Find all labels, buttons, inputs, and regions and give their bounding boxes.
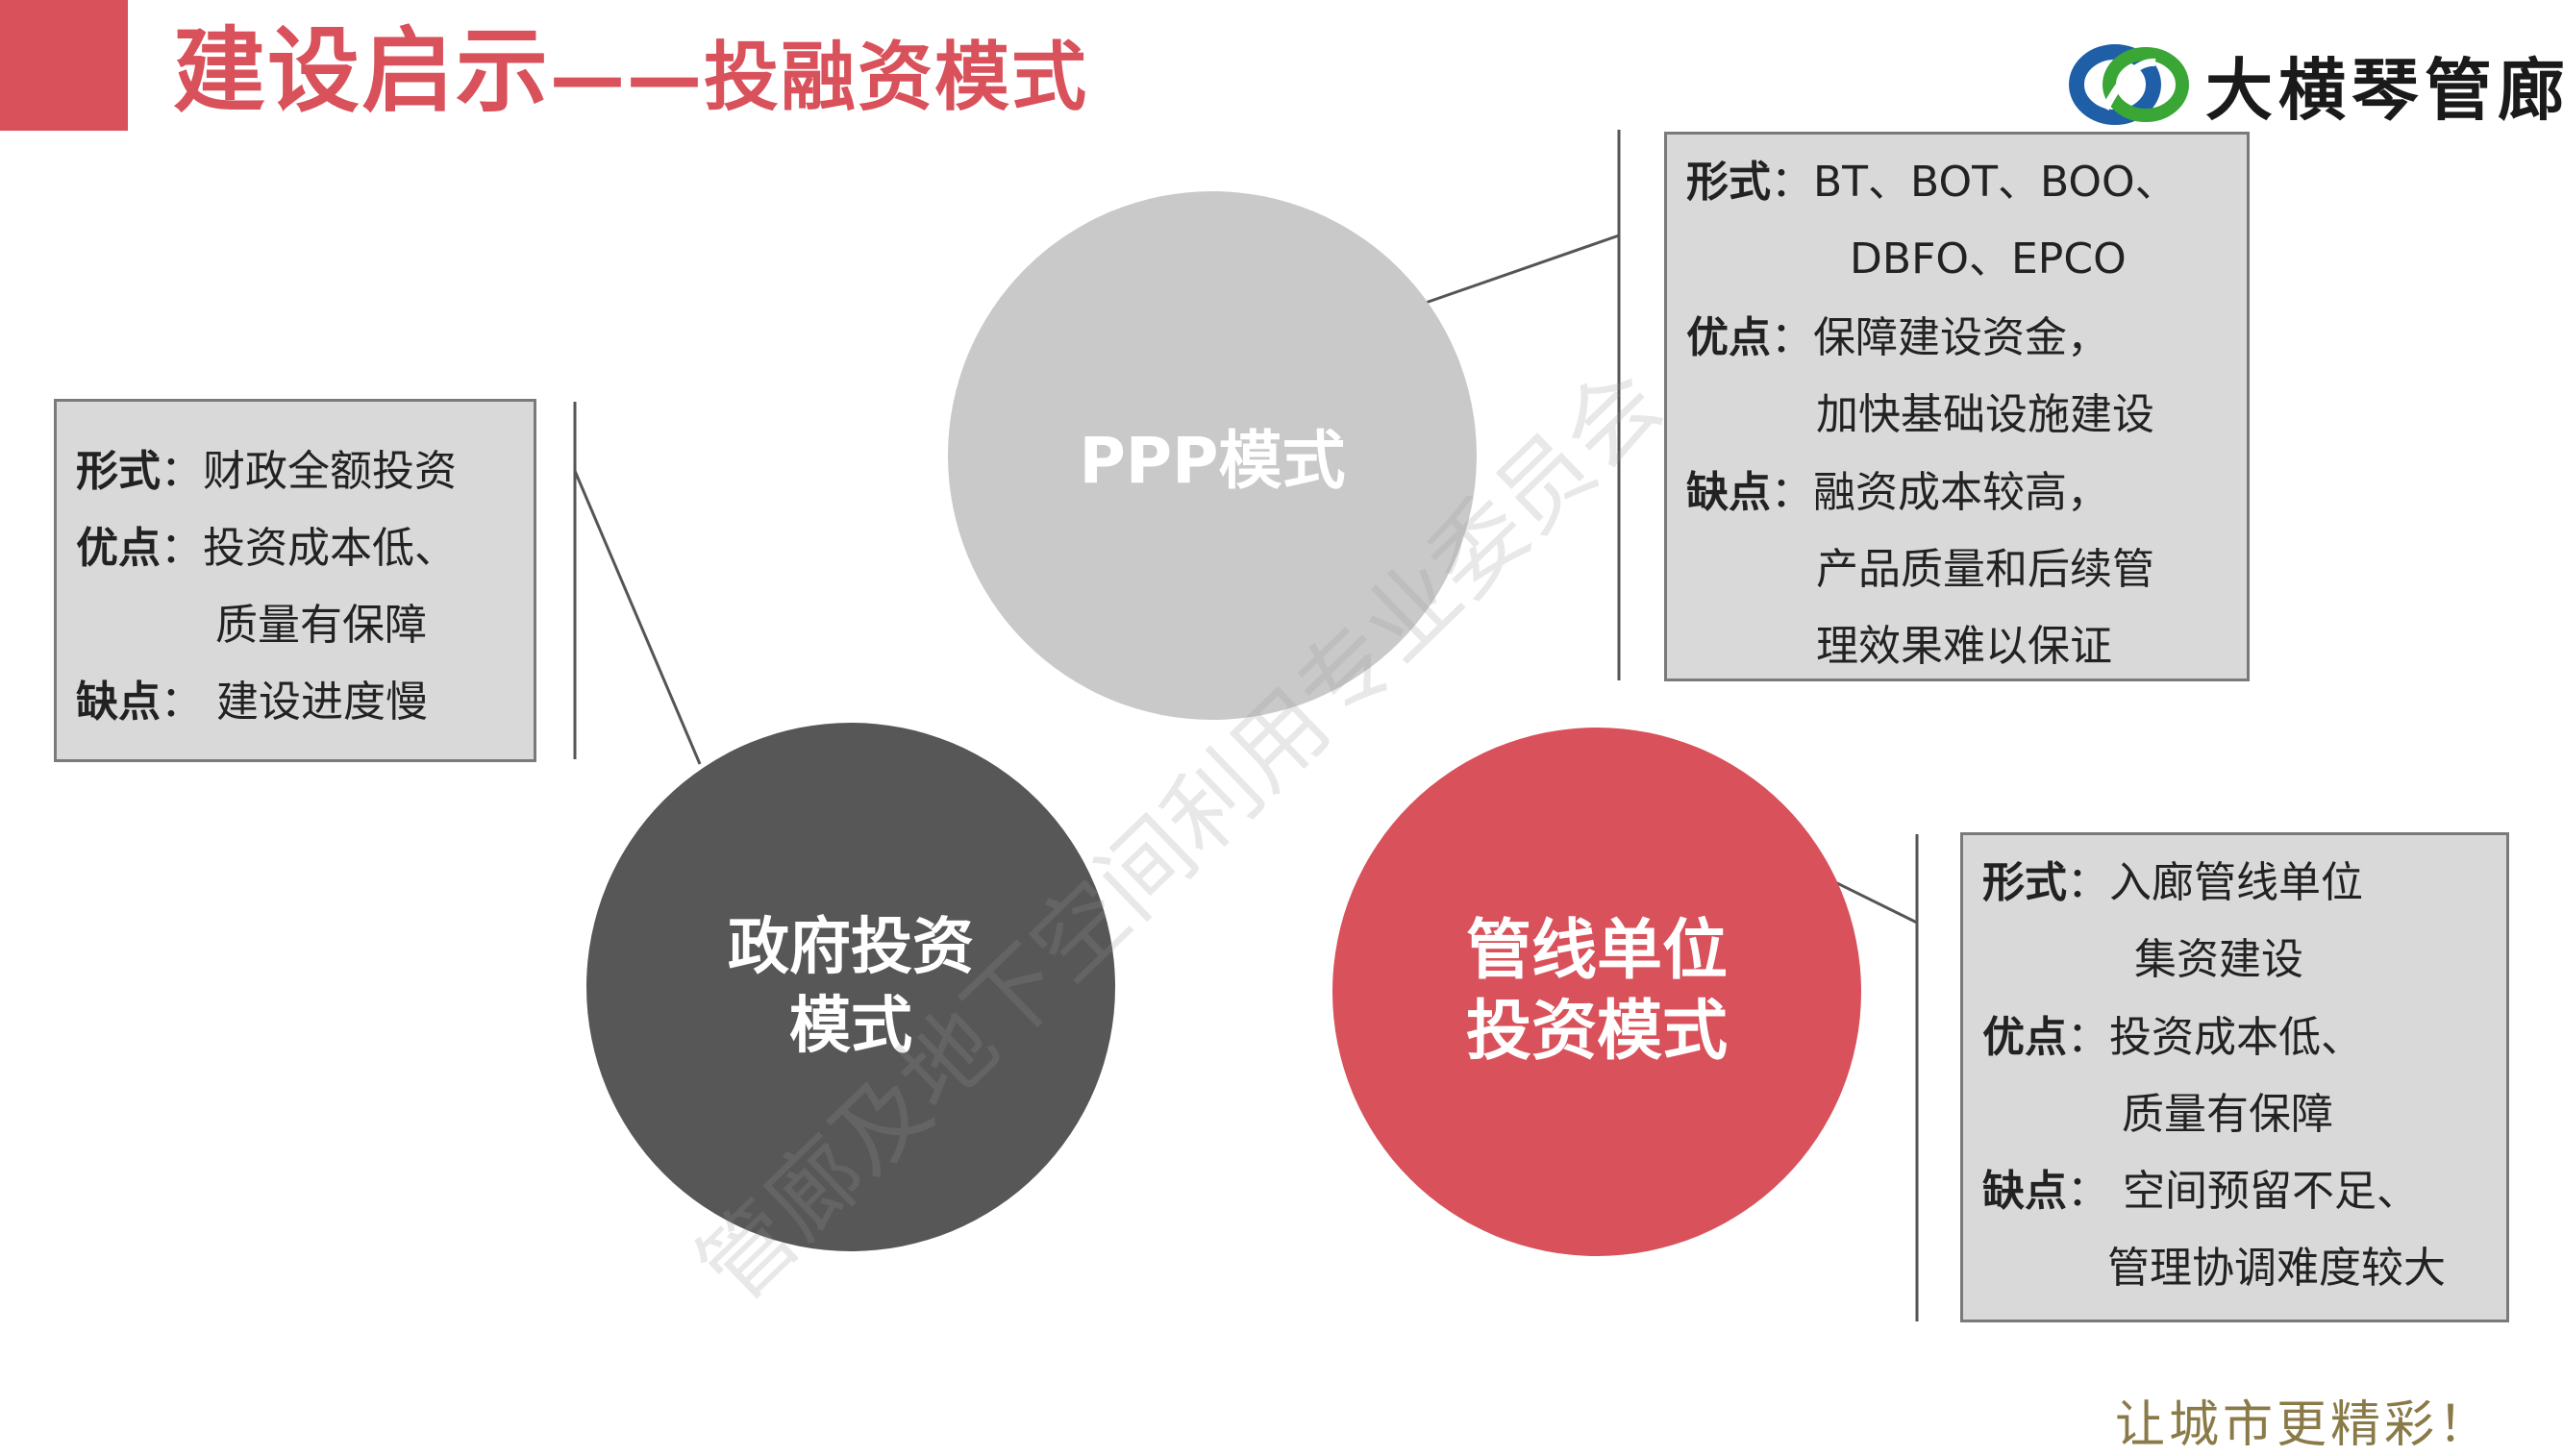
gov-form-line: 形式：财政全额投资 — [76, 443, 457, 501]
ppp-cons-line-3: 理效果难以保证 — [1816, 618, 2112, 676]
gov-form-label: 形式 — [76, 447, 161, 496]
pipe-cons-line: 缺点： 空间预留不足、 — [1982, 1163, 2419, 1221]
gov-pros-line: 优点：投资成本低、 — [76, 520, 457, 578]
slogan: 让城市更精彩！ — [2115, 1396, 2493, 1454]
ppp-pros-line: 优点：保障建设资金， — [1686, 309, 2109, 367]
pipe-info-box: 形式：入廊管线单位 集资建设 优点：投资成本低、 质量有保障 缺点： 空间预留不… — [1960, 832, 2509, 1322]
ppp-cons-value-3: 理效果难以保证 — [1816, 622, 2112, 671]
pipe-pros-label: 优点 — [1982, 1013, 2067, 1062]
ppp-connector-line — [1422, 234, 1620, 306]
ppp-form-line-2: DBFO、EPCO — [1850, 231, 2127, 288]
ppp-cons-value-1: ：融资成本较高， — [1771, 468, 2109, 517]
pipeline-unit-label: 管线单位 投资模式 — [1465, 913, 1728, 1070]
pipe-cons-value-2: 管理协调难度较大 — [2107, 1244, 2446, 1293]
ppp-cons-value-2: 产品质量和后续管 — [1816, 545, 2154, 594]
gov-pros-value-1: ：投资成本低、 — [161, 524, 457, 573]
ppp-info-box: 形式：BT、BOT、BOO、 DBFO、EPCO 优点：保障建设资金， 加快基础… — [1664, 132, 2250, 681]
pipe-form-label: 形式 — [1982, 858, 2067, 907]
gov-form-value: ：财政全额投资 — [161, 447, 457, 496]
page-title: 建设启示——投融资模式 — [173, 13, 1088, 129]
ppp-form-value-1: ：BT、BOT、BOO、 — [1771, 158, 2177, 207]
pipeline-unit-circle: 管线单位 投资模式 — [1332, 728, 1861, 1256]
ppp-cons-label: 缺点 — [1686, 468, 1771, 517]
ppp-form-value-2: DBFO、EPCO — [1850, 234, 2127, 284]
ppp-mode-circle: PPP模式 — [948, 191, 1477, 720]
brand-swirl-icon — [2069, 44, 2189, 125]
gov-cons-label: 缺点 — [76, 678, 161, 727]
gov-pros-label: 优点 — [76, 524, 161, 573]
gov-pros-value-2: 质量有保障 — [215, 601, 427, 650]
brand-logo: 大横琴管廊 — [2067, 37, 2563, 133]
gov-cons-line: 缺点： 建设进度慢 — [76, 674, 428, 731]
title-main: 建设启示 — [173, 17, 550, 125]
pipe-pros-line-2: 质量有保障 — [2122, 1086, 2333, 1144]
ppp-form-line: 形式：BT、BOT、BOO、 — [1686, 154, 2177, 211]
ppp-mode-label: PPP模式 — [1079, 424, 1346, 498]
header-accent-bar — [0, 0, 128, 131]
ppp-cons-line-2: 产品质量和后续管 — [1816, 541, 2154, 599]
gov-info-box: 形式：财政全额投资 优点：投资成本低、 质量有保障 缺点： 建设进度慢 — [54, 399, 536, 762]
pipe-form-line-2: 集资建设 — [2134, 931, 2303, 989]
gov-connector-line — [573, 470, 702, 765]
ppp-pros-value-2: 加快基础设施建设 — [1816, 390, 2154, 439]
pipe-connector-line — [1829, 877, 1918, 925]
pipe-cons-line-2: 管理协调难度较大 — [2107, 1240, 2446, 1297]
title-sub: ——投融资模式 — [550, 35, 1089, 121]
gov-cons-value: ： 建设进度慢 — [161, 678, 428, 727]
brand-name: 大横琴管廊 — [2205, 50, 2563, 130]
pipe-form-value-2: 集资建设 — [2134, 935, 2303, 984]
ppp-form-label: 形式 — [1686, 158, 1771, 207]
pipe-cons-value-1: ： 空间预留不足、 — [2067, 1167, 2419, 1216]
ppp-pros-line-2: 加快基础设施建设 — [1816, 386, 2154, 444]
pipe-pros-value-1: ：投资成本低、 — [2067, 1013, 2363, 1062]
ppp-pros-label: 优点 — [1686, 313, 1771, 362]
pipe-pros-line: 优点：投资成本低、 — [1982, 1009, 2363, 1067]
gov-investment-label: 政府投资 模式 — [728, 912, 974, 1062]
pipe-pros-value-2: 质量有保障 — [2122, 1090, 2333, 1139]
gov-investment-circle: 政府投资 模式 — [586, 723, 1115, 1251]
pipe-cons-label: 缺点 — [1982, 1167, 2067, 1216]
ppp-cons-line: 缺点：融资成本较高， — [1686, 464, 2109, 522]
gov-pros-line-2: 质量有保障 — [215, 597, 427, 654]
pipe-form-value-1: ：入廊管线单位 — [2067, 858, 2363, 907]
pipe-form-line: 形式：入廊管线单位 — [1982, 854, 2363, 912]
ppp-pros-value-1: ：保障建设资金， — [1771, 313, 2109, 362]
